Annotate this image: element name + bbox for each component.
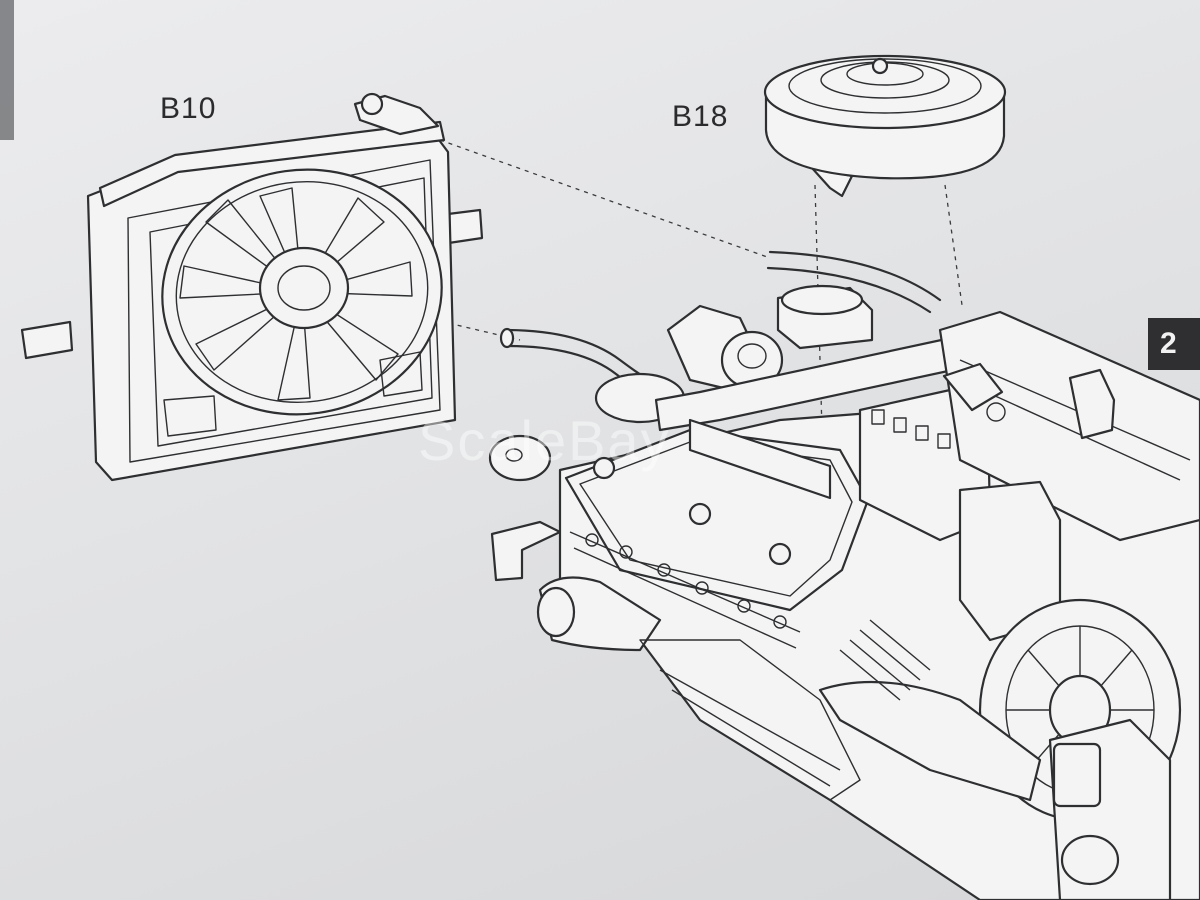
step-number-badge: 2 xyxy=(1148,318,1200,370)
engine-assembly-icon xyxy=(488,250,1200,900)
part-label-b10: B10 xyxy=(160,92,217,125)
radiator-fan-icon xyxy=(20,92,484,482)
air-cleaner-icon xyxy=(763,54,1007,198)
part-label-b18: B18 xyxy=(672,100,729,133)
watermark: ScaleBay xyxy=(418,409,671,472)
